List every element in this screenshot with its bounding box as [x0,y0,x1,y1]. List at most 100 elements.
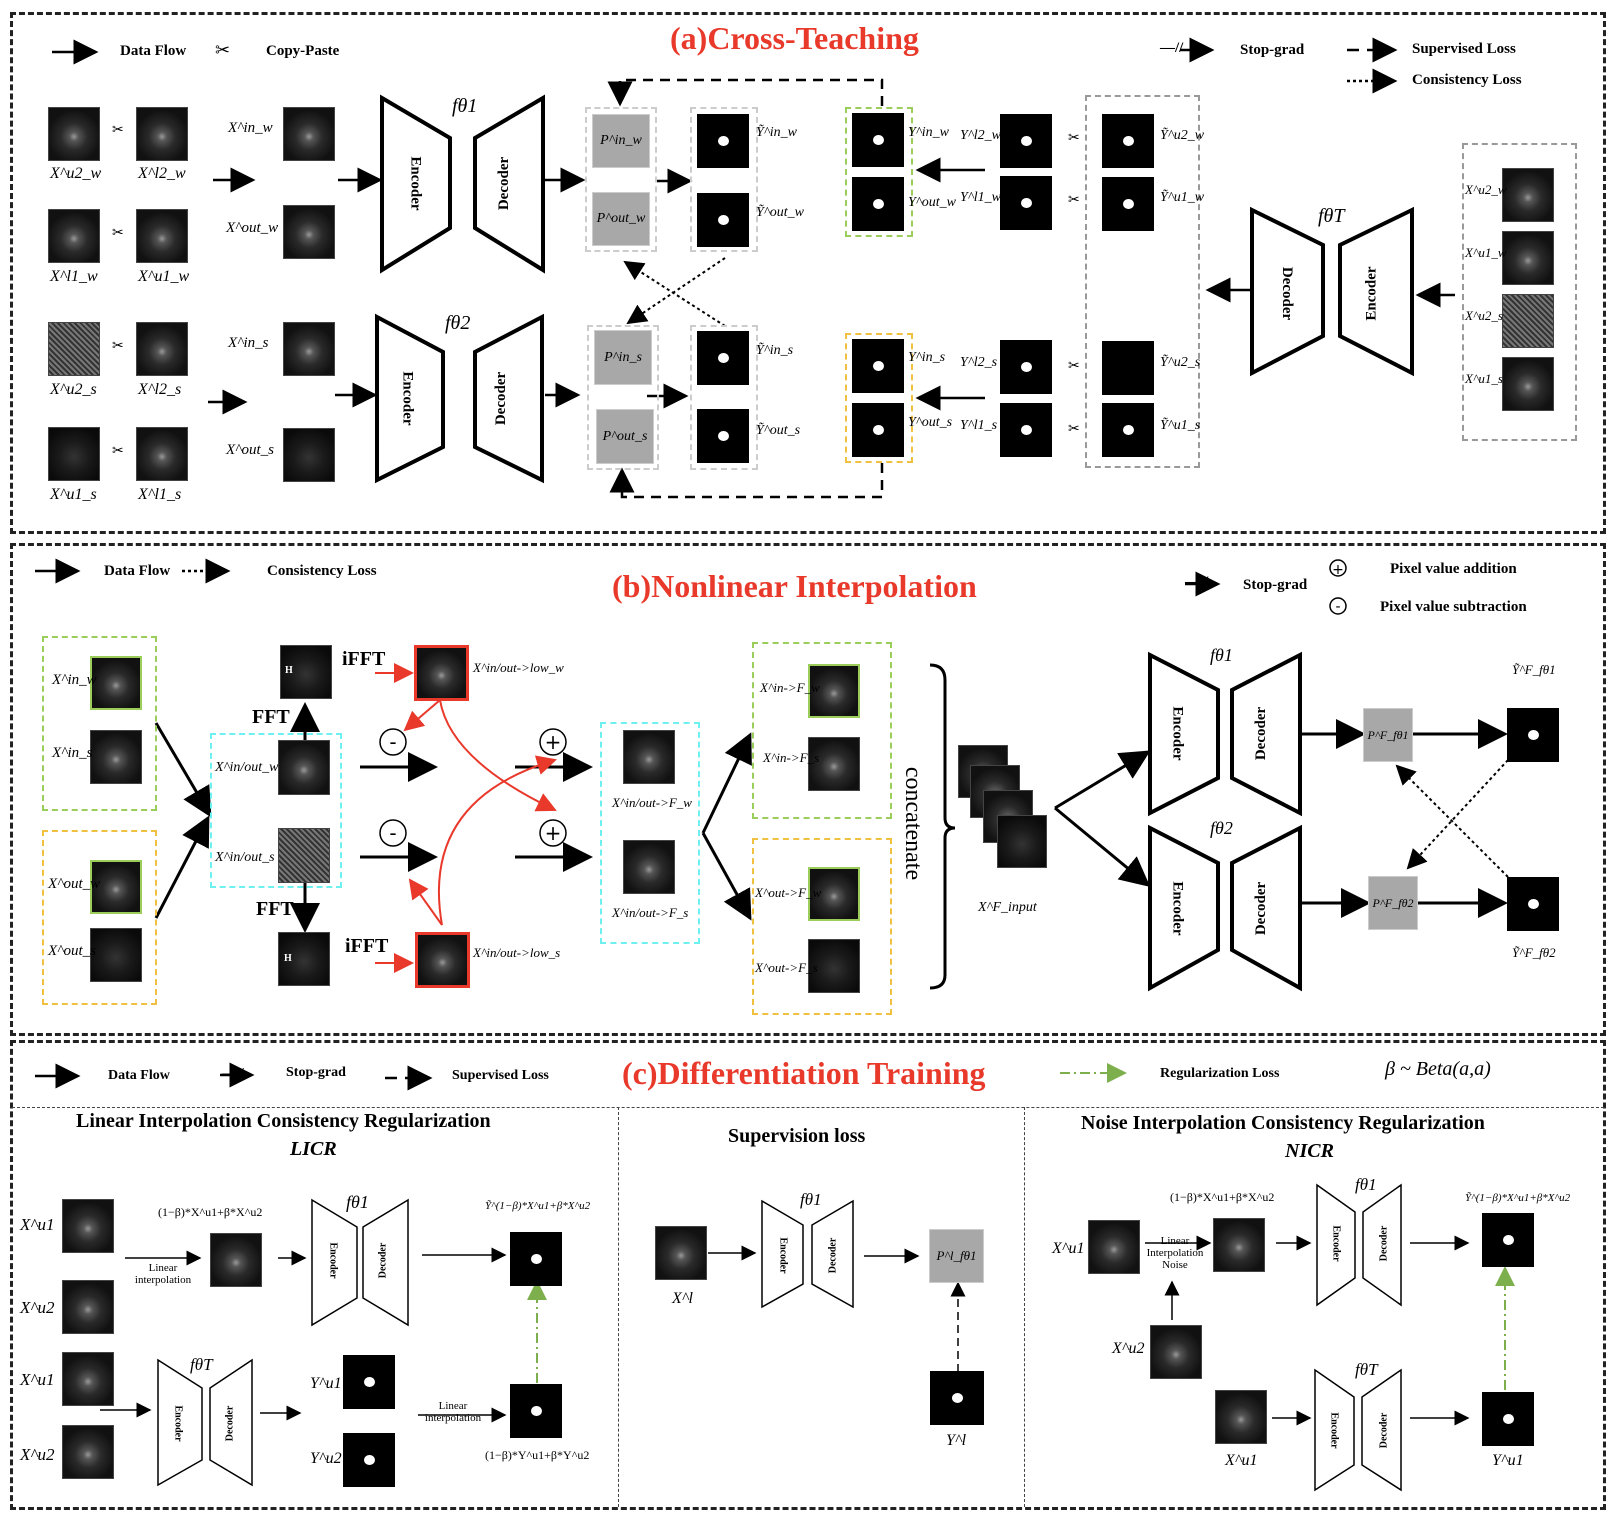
model-label: fθT [190,1355,213,1374]
legend-consistency-loss: Consistency Loss [1412,72,1522,88]
pred-box: P^F_fθ1 [1363,708,1413,762]
mri-image [90,928,142,982]
mri-image [623,840,675,894]
fft-label: FFT [252,706,290,728]
mask-image [697,193,749,247]
label-xu1s: X^u1_s [50,486,97,503]
teacher-label: fθT [1318,205,1345,227]
decoder-label: Decoder [1378,1225,1390,1262]
beta-formula: β ~ Beta(a,a) [1385,1058,1491,1080]
pred-box: P^out_s [596,409,654,464]
sup-title: Supervision loss [728,1125,866,1147]
linear-interp-label: Linear interpolation [134,1262,192,1286]
legend-add: Pixel value addition [1390,561,1517,577]
panel-c-title: (c)Differentiation Training [622,1055,986,1091]
teacher-input-group [1462,143,1577,441]
mask-image [697,114,749,168]
label-teacher-out: Ỹ^u1_s [1160,418,1201,433]
mri-image [808,939,860,993]
mri-image [1150,1325,1202,1379]
mask-image [1000,403,1052,457]
inout-group [210,733,342,888]
h-mark: H [285,665,293,676]
nicr-title: Noise Interpolation Consistency Regulari… [1081,1112,1485,1134]
concatenate-brace [929,663,956,990]
mri-image [1502,294,1554,348]
encoder-label: Encoder [777,1237,789,1274]
label: Y^u1 [1492,1452,1524,1469]
label: X^out->F_w [755,885,822,900]
decoder-label: Decoder [224,1405,236,1442]
legend-stop-grad: Stop-grad [286,1065,346,1080]
panel-cross-teaching [10,12,1606,534]
mask-image [852,403,904,457]
model-label: fθ1 [346,1192,369,1212]
label-teacher-in: X^u2_w [1465,182,1507,197]
legend-consistency-loss: Consistency Loss [267,563,377,579]
mri-image [1502,231,1554,285]
scissors-icon: ✂ [112,444,124,459]
mri-image [283,107,335,161]
label: X^in/out->F_s [612,905,689,920]
encoder-label: Encoder [1169,706,1186,761]
panel-a-title: (a)Cross-Teaching [670,20,919,56]
mri-image [48,427,100,481]
mix-formula: (1−β)*X^u1+β*X^u2 [1170,1190,1275,1204]
nl-student2 [1148,824,1302,992]
fft-label: FFT [256,898,294,920]
label: Ỹ^F_fθ2 [1512,945,1556,960]
legend-copy-paste: Copy-Paste [266,43,340,59]
mask-image [510,1384,562,1438]
student2-network [375,313,544,484]
legend-data-flow: Data Flow [104,563,171,579]
svg-text:+: + [545,730,562,754]
encoder-label: Encoder [172,1405,184,1442]
label: X^in->F_s [763,750,820,765]
mask-image [930,1371,984,1425]
stop-grad-icon: —// [1160,40,1184,56]
decoder-label: Decoder [1253,706,1270,761]
label-xins: X^in_s [228,335,269,351]
label-pseudo: Ỹ^out_s [756,423,801,438]
mri-image [283,428,335,482]
low-freq-image [415,932,470,988]
model-label: fθ1 [800,1190,822,1209]
label: Y^l [946,1432,967,1449]
label-pseudo: Ỹ^out_w [756,205,804,220]
svg-text:-: - [389,730,396,754]
pred-box: P^in_s [594,330,652,385]
section-divider [1024,1107,1025,1507]
mri-image [1215,1390,1267,1444]
nl-student1 [1148,651,1302,817]
label-xouts: X^out_s [226,442,274,458]
panel-differentiation-training [10,1040,1606,1510]
label-xl1s: X^l1_s [138,486,182,503]
mask-image [697,409,749,463]
out-group [42,830,157,1005]
plus-legend-icon [1329,559,1347,577]
mask-image [343,1433,395,1487]
mri-image [278,740,330,795]
label-yl: Y^l2_w [960,128,1001,143]
mix-formula: (1−β)*X^u1+β*X^u2 [158,1205,263,1219]
nicr-abbr: NICR [1285,1140,1334,1162]
mri-image [62,1280,114,1334]
label-xu1w: X^u1_w [138,268,190,285]
model1-label: fθ1 [452,95,478,117]
label-teacher-in: X^u2_s [1465,308,1503,323]
target-group-s [845,333,913,463]
label-xinw: X^in_w [228,120,273,136]
noise-interp-label: Linear Interpolation Noise [1146,1235,1204,1271]
pred-group [585,107,657,252]
label: X^u1 [1225,1452,1258,1469]
spectrum-image [278,932,330,986]
scissors-icon: ✂ [112,226,124,241]
mask-image [343,1355,395,1409]
mri-image [1502,357,1554,411]
label-yl: Y^l1_s [960,418,998,433]
model2-label: fθ2 [1210,818,1233,838]
mask-image [1102,341,1154,395]
pred-box: P^in_w [592,114,650,168]
label-xu2s: X^u2_s [50,381,97,398]
mri-image [90,730,142,784]
